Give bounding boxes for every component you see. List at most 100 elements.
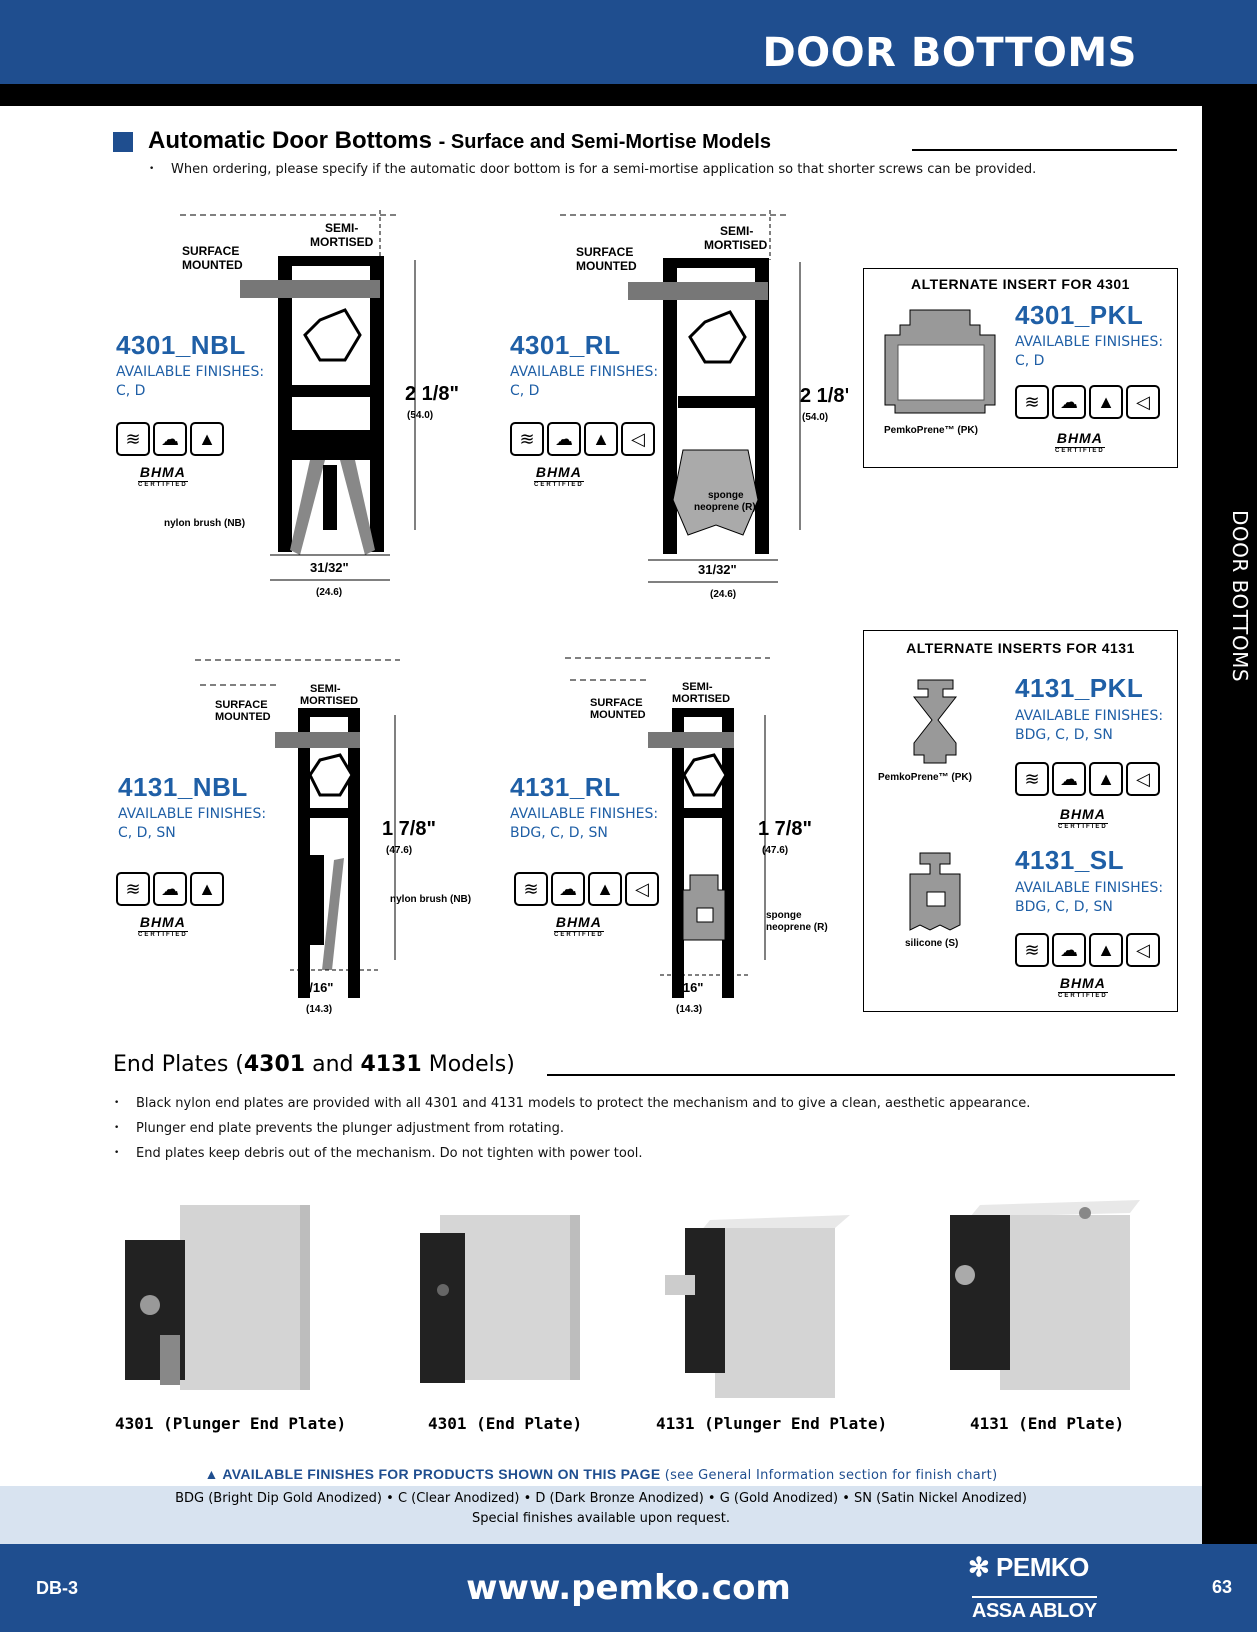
sound-wave-icon: ≋: [116, 872, 150, 906]
dim-width-mm: (14.3): [306, 1004, 332, 1015]
section-rule: [912, 149, 1177, 151]
model-4131-rl: 4131_RL: [510, 772, 621, 802]
caption-4131-plunger: 4131 (Plunger End Plate): [656, 1414, 888, 1433]
sidebar: [1202, 84, 1257, 1544]
sound-wave-icon: ≋: [1015, 762, 1049, 796]
finish-label: AVAILABLE FINISHES:: [1015, 880, 1164, 896]
speaker-icon: ◁: [1126, 762, 1160, 796]
label-mortised: MORTISED: [672, 693, 730, 705]
label-nylon-brush: nylon brush (NB): [390, 894, 471, 905]
website-link[interactable]: www.pemko.com: [466, 1568, 791, 1608]
alternate-insert-4301-title: ALTERNATE INSERT FOR 4301: [911, 276, 1130, 292]
model-4301-nbl: 4301_NBL: [116, 330, 246, 360]
cert-icons: ≋ ☁ ▲ ◁: [514, 872, 659, 906]
caption-4131-end-plate: 4131 (End Plate): [970, 1414, 1125, 1433]
label-neoprene: neoprene (R): [766, 922, 828, 933]
dim-height: 1 7/8": [758, 818, 812, 840]
speaker-icon: ◁: [621, 422, 655, 456]
dim-height-mm: (47.6): [386, 845, 412, 856]
sound-wave-icon: ≋: [514, 872, 548, 906]
finish-label: AVAILABLE FINISHES:: [1015, 708, 1164, 724]
end-plates-bullet-1: Black nylon end plates are provided with…: [114, 1096, 1030, 1111]
dim-height: 1 7/8": [382, 818, 436, 840]
label-mortised: MORTISED: [310, 235, 374, 249]
section-title: Automatic Door Bottoms - Surface and Sem…: [148, 127, 771, 155]
dim-height-mm: (54.0): [802, 412, 828, 423]
page-number: 63: [1212, 1577, 1233, 1597]
fire-icon: ▲: [588, 872, 622, 906]
alternate-insert-4301-box: [863, 268, 1178, 468]
label-semi: SEMI-: [310, 683, 341, 695]
caption-4301-end-plate: 4301 (End Plate): [428, 1414, 583, 1433]
dim-width: 31/32": [310, 560, 349, 575]
end-plates-title: End Plates (4301 and 4131 Models): [113, 1052, 515, 1077]
label-semi: SEMI-: [720, 224, 753, 238]
diagram-4301-rl: SURFACE MOUNTED SEMI- MORTISED 2 1/8" (5…: [560, 210, 848, 600]
fire-icon: ▲: [1089, 933, 1123, 967]
finishes-list: BDG (Bright Dip Gold Anodized) • C (Clea…: [175, 1491, 1027, 1506]
model-4131-nbl: 4131_NBL: [118, 772, 248, 802]
smoke-icon: ☁: [547, 422, 581, 456]
page-title: DOOR BOTTOMS: [762, 30, 1137, 76]
end-plates-bullet-2: Plunger end plate prevents the plunger a…: [114, 1121, 564, 1136]
cert-icons: ≋ ☁ ▲ ◁: [1015, 385, 1160, 419]
cert-icons: ≋ ☁ ▲: [116, 872, 224, 906]
dim-width: 9/16": [302, 980, 333, 995]
speaker-icon: ◁: [625, 872, 659, 906]
assa-abloy-logo: ASSA ABLOY: [972, 1596, 1097, 1623]
speaker-icon: ◁: [1126, 385, 1160, 419]
label-mounted: MOUNTED: [215, 711, 271, 723]
diagram-4131-rl: SURFACE MOUNTED SEMI- MORTISED 1 7/8" (4…: [565, 657, 828, 1015]
label-surface: SURFACE: [576, 245, 633, 259]
caption-4301-plunger: 4301 (Plunger End Plate): [115, 1414, 347, 1433]
diagram-4131-nbl: SURFACE MOUNTED SEMI- MORTISED 1 7/8" (4…: [195, 659, 471, 1015]
page-code: DB-3: [36, 1578, 79, 1598]
footer-bar: [0, 1544, 1257, 1632]
dim-width-mm: (24.6): [710, 589, 736, 600]
dim-height-mm: (47.6): [762, 845, 788, 856]
finish-list: C, D: [1015, 353, 1045, 369]
pemko-logo: ✻ PEMKO: [968, 1552, 1089, 1582]
dim-height-mm: (54.0): [407, 410, 433, 421]
dim-width: 31/32": [698, 562, 737, 577]
label-pemkoprene: PemkoPrene™ (PK): [884, 425, 978, 435]
dim-width-mm: (24.6): [316, 587, 342, 598]
cert-icons: ≋ ☁ ▲ ◁: [1015, 762, 1160, 796]
dim-height: 2 1/8": [800, 385, 848, 407]
finishes-special: Special finishes available upon request.: [471, 1511, 731, 1526]
label-sponge: sponge: [766, 910, 802, 921]
model-4301-rl: 4301_RL: [510, 330, 621, 360]
photo-4301-end-plate: [420, 1215, 580, 1383]
section-title-main: Automatic Door Bottoms: [148, 127, 432, 154]
finish-label: AVAILABLE FINISHES:: [116, 364, 265, 380]
smoke-icon: ☁: [153, 872, 187, 906]
fire-icon: ▲: [190, 422, 224, 456]
finish-list: BDG, C, D, SN: [1015, 727, 1113, 743]
alternate-inserts-4131-box: [863, 630, 1178, 1012]
fire-icon: ▲: [1089, 762, 1123, 796]
label-silicone: silicone (S): [905, 938, 958, 949]
label-mounted: MOUNTED: [576, 259, 637, 273]
model-4301-pkl: 4301_PKL: [1015, 300, 1144, 330]
end-plates-rule: [547, 1074, 1175, 1076]
label-surface: SURFACE: [182, 244, 239, 258]
smoke-icon: ☁: [551, 872, 585, 906]
finish-list: BDG, C, D, SN: [1015, 899, 1113, 915]
alternate-inserts-4131-title: ALTERNATE INSERTS FOR 4131: [906, 640, 1135, 656]
label-mortised: MORTISED: [704, 238, 768, 252]
finish-list: BDG, C, D, SN: [510, 825, 608, 841]
fire-icon: ▲: [190, 872, 224, 906]
ordering-note: When ordering, please specify if the aut…: [149, 162, 1036, 177]
cert-icons: ≋ ☁ ▲ ◁: [1015, 933, 1160, 967]
smoke-icon: ☁: [1052, 385, 1086, 419]
dim-width: 9/16": [672, 980, 703, 995]
pemkoprene-insert-drawing: PemkoPrene™ (PK): [884, 309, 996, 435]
label-neoprene: neoprene (R): [694, 502, 756, 513]
model-4131-pkl: 4131_PKL: [1015, 673, 1144, 703]
smoke-icon: ☁: [1052, 762, 1086, 796]
photo-4301-plunger-end-plate: [125, 1205, 310, 1390]
label-mortised: MORTISED: [300, 695, 358, 707]
